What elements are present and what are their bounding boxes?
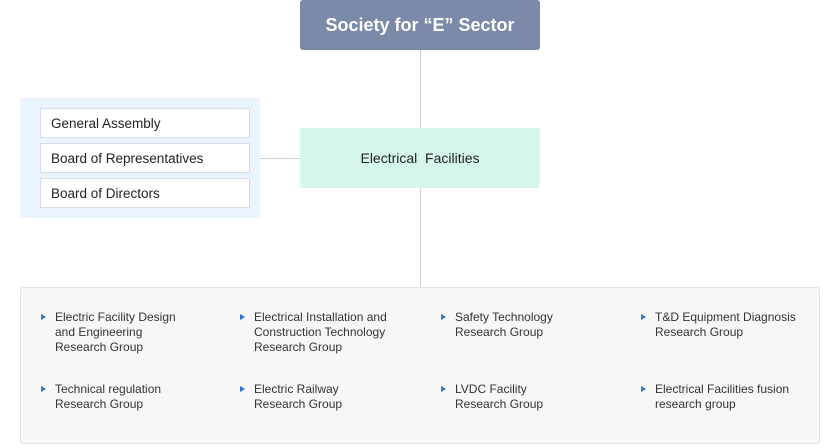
research-group-item: Electric Facility Design and Engineering… <box>41 310 225 355</box>
research-group-item: LVDC Facility Research Group <box>441 382 625 412</box>
research-group-item: Technical regulation Research Group <box>41 382 225 412</box>
research-group-label: Safety Technology Research Group <box>455 310 553 339</box>
bullet-arrow-icon <box>240 314 245 320</box>
governance-item-label: General Assembly <box>51 115 161 131</box>
research-group-item: Electrical Installation and Construction… <box>240 310 424 355</box>
bullet-arrow-icon <box>41 314 46 320</box>
governance-panel: General Assembly Board of Representative… <box>20 98 260 218</box>
bullet-arrow-icon <box>441 386 446 392</box>
governance-item-label: Board of Directors <box>51 185 160 201</box>
connector-top-to-center <box>420 50 421 128</box>
research-group-label: Electrical Facilities fusion research gr… <box>655 382 790 411</box>
research-group-label: T&D Equipment Diagnosis Research Group <box>655 310 796 339</box>
governance-item-board-of-representatives: Board of Representatives <box>40 143 250 173</box>
research-group-item: T&D Equipment Diagnosis Research Group <box>641 310 825 340</box>
bullet-arrow-icon <box>240 386 245 392</box>
research-group-label: Electrical Installation and Construction… <box>254 310 387 354</box>
bullet-arrow-icon <box>41 386 46 392</box>
research-group-label: Electric Railway Research Group <box>254 382 343 411</box>
org-root-title: Society for “E” Sector <box>325 14 515 35</box>
research-group-item: Electrical Facilities fusion research gr… <box>641 382 825 412</box>
research-groups-panel: Electric Facility Design and Engineering… <box>20 287 820 444</box>
connector-side-to-center <box>260 158 300 159</box>
bullet-arrow-icon <box>441 314 446 320</box>
division-box: Electrical Facilities <box>300 128 540 188</box>
governance-item-label: Board of Representatives <box>51 150 204 166</box>
connector-center-to-groups <box>420 188 421 287</box>
governance-item-board-of-directors: Board of Directors <box>40 178 250 208</box>
research-group-label: Electric Facility Design and Engineering… <box>55 310 176 354</box>
research-group-item: Safety Technology Research Group <box>441 310 625 340</box>
research-group-label: LVDC Facility Research Group <box>455 382 544 411</box>
research-group-item: Electric Railway Research Group <box>240 382 424 412</box>
division-title: Electrical Facilities <box>360 150 480 166</box>
research-group-label: Technical regulation Research Group <box>55 382 162 411</box>
governance-item-general-assembly: General Assembly <box>40 108 250 138</box>
org-root-box: Society for “E” Sector <box>300 0 540 50</box>
bullet-arrow-icon <box>641 314 646 320</box>
bullet-arrow-icon <box>641 386 646 392</box>
